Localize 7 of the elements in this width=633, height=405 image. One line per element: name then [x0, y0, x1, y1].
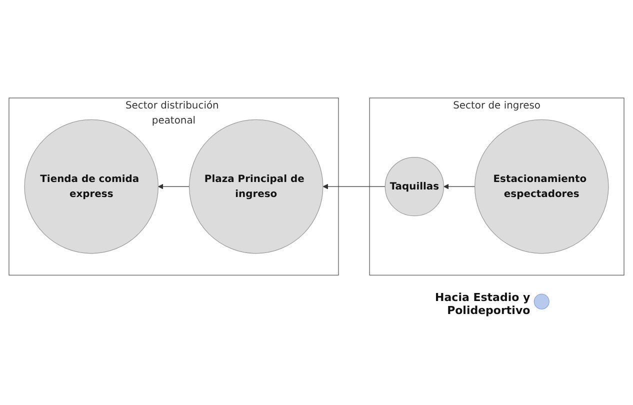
node-circle — [534, 294, 550, 310]
node-circle: Taquillas — [384, 157, 444, 217]
arrow — [322, 184, 386, 190]
arrow — [158, 184, 190, 190]
arrow — [443, 184, 476, 190]
node-circle: Estacionamiento espectadores — [474, 120, 609, 254]
node-caption: Hacia Estadio y Polideportivo — [434, 290, 530, 316]
